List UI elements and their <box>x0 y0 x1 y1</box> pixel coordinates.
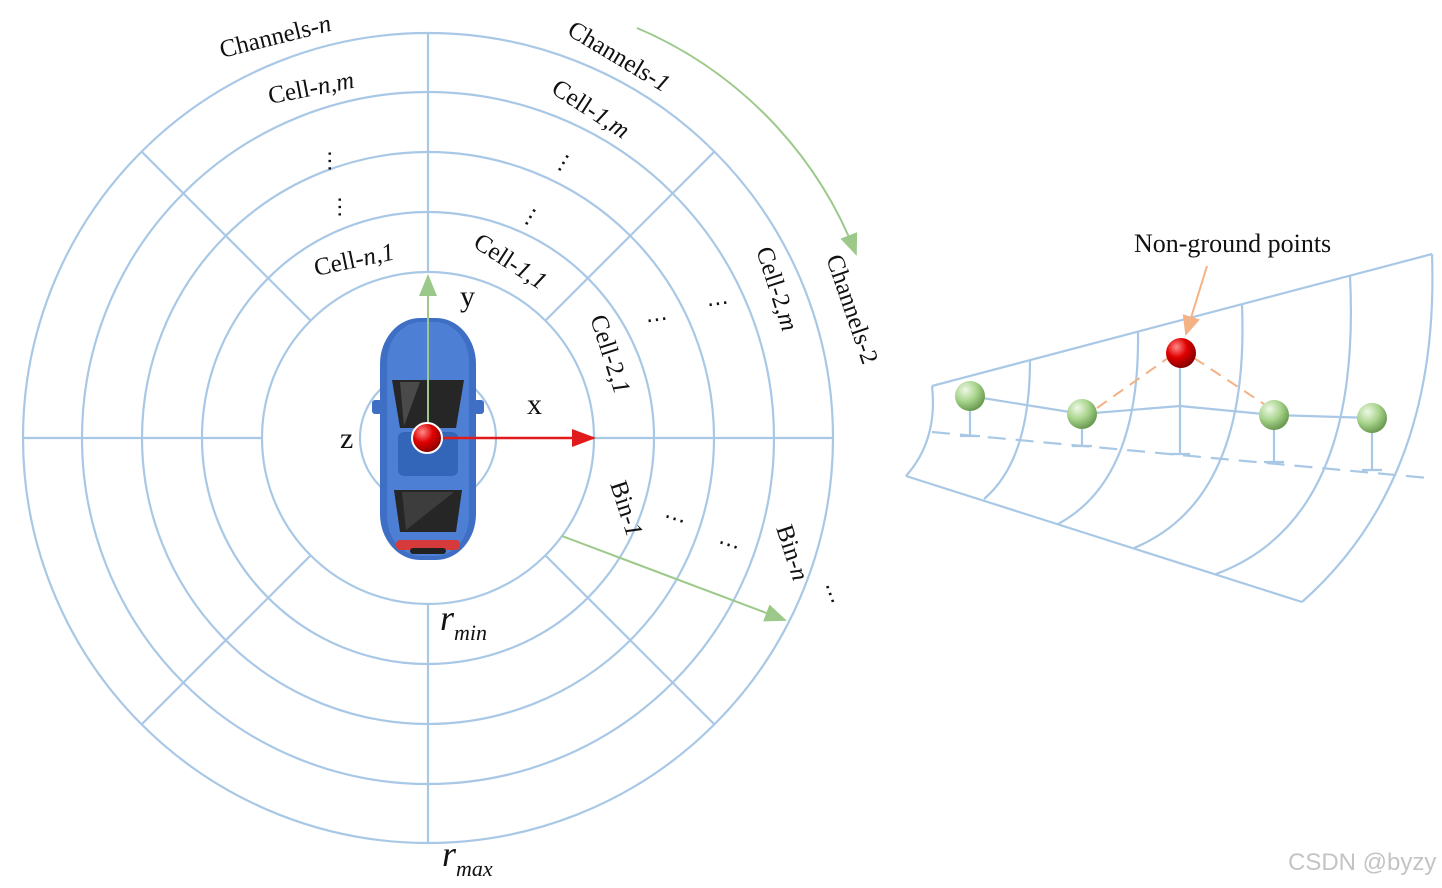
watermark: CSDN @byzy <box>1288 849 1436 876</box>
sector-top-edge <box>931 252 1433 388</box>
ground-point-2 <box>1067 399 1097 429</box>
ground-point-3 <box>1259 400 1289 430</box>
label-cell-2-m: Cell-2,m <box>750 244 803 335</box>
label-bin-1: Bin-1 <box>604 478 647 541</box>
sector-left-curve <box>905 385 934 477</box>
label-non-ground-points: Non-ground points <box>1134 229 1331 258</box>
ground-point-1 <box>955 381 985 411</box>
origin-point <box>411 422 443 454</box>
orange-dash-right <box>1193 357 1265 405</box>
bin-arrow <box>561 535 787 622</box>
sector-curve-3 <box>1133 303 1244 550</box>
label-axis-z: z <box>340 422 353 455</box>
label-cell-n-1: Cell-n,1 <box>312 239 397 282</box>
label-cell-2-1: Cell-2,1 <box>584 312 635 398</box>
ellipsis-ne-1: ⋯ <box>548 148 581 180</box>
label-axis-x: x <box>527 388 542 421</box>
radial-line-nw <box>141 151 312 322</box>
label-r-min: rmin <box>440 598 487 645</box>
label-axis-y: y <box>460 280 475 313</box>
sector-right-curve <box>1301 253 1434 603</box>
ellipsis-se-1: ⋯ <box>660 503 689 534</box>
ellipsis-ne-2: ⋯ <box>515 202 548 234</box>
sector-curve-1 <box>983 359 1032 500</box>
channels-1-arrow <box>636 27 858 256</box>
radial-line-sw <box>141 554 312 725</box>
ground-points-line <box>969 394 1373 420</box>
sector-curve-2 <box>1057 331 1140 525</box>
radial-line-se <box>544 554 715 725</box>
label-cell-1-m: Cell-1,m <box>547 74 635 144</box>
label-bin-n: Bin-n <box>770 522 813 585</box>
ellipsis-e-2: ⋯ <box>705 289 730 317</box>
ellipsis-se-2: ⋯ <box>714 529 743 560</box>
radial-line-ne <box>544 151 715 322</box>
non-ground-point <box>1166 338 1196 368</box>
ellipsis-nw-2: ⋯ <box>328 196 353 218</box>
sector-curve-4 <box>1215 275 1352 576</box>
non-ground-arrow <box>1182 265 1208 336</box>
sector-bottom-edge <box>905 474 1303 604</box>
labels: Channels-n Channels-1 Channels-2 Cell-n,… <box>217 10 883 881</box>
polar-grid <box>21 31 835 845</box>
ellipsis-e-1: ⋯ <box>644 305 669 333</box>
label-channels-2: Channels-2 <box>820 251 883 367</box>
label-cell-1-1: Cell-1,1 <box>469 228 552 295</box>
label-channels-n: Channels-n <box>217 10 334 64</box>
ellipsis-se-3: ⋯ <box>815 579 846 608</box>
label-r-max: rmax <box>442 834 493 881</box>
sector-detail: Non-ground points <box>905 229 1434 604</box>
orange-dash-left <box>1096 357 1169 409</box>
ellipsis-nw-1: ⋯ <box>318 150 343 172</box>
ground-point-4 <box>1357 403 1387 433</box>
